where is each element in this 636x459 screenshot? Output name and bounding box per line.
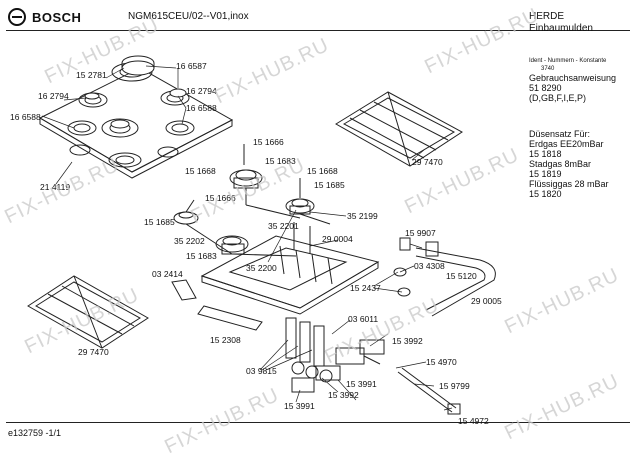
part-label-155120: 15 5120 bbox=[446, 271, 477, 281]
part-label-152781: 15 2781 bbox=[76, 70, 107, 80]
part-label-153991a: 15 3991 bbox=[346, 379, 377, 389]
part-label-153991b: 15 3991 bbox=[284, 401, 315, 411]
part-label-290005: 29 0005 bbox=[471, 296, 502, 306]
nozzle-1-code: 15 1818 bbox=[529, 149, 562, 159]
part-label-151685a: 15 1685 bbox=[314, 180, 345, 190]
part-label-290004: 29 0004 bbox=[322, 234, 353, 244]
part-label-036011: 03 6011 bbox=[348, 314, 379, 324]
nozzle-set-title: Düsensatz Für: bbox=[529, 129, 591, 139]
part-label-151683a: 15 1683 bbox=[265, 156, 296, 166]
part-label-151668a: 15 1668 bbox=[185, 166, 216, 176]
manual-languages: (D,GB,F,I,E,P) bbox=[529, 93, 587, 103]
brand-name: BOSCH bbox=[32, 10, 82, 25]
part-label-154972: 15 4972 bbox=[458, 416, 489, 426]
part-label-214119: 21 4119 bbox=[40, 182, 71, 192]
manual-title: Gebrauchsanweisung bbox=[529, 73, 617, 83]
part-label-159907: 15 9907 bbox=[405, 228, 436, 238]
part-label-166588a: 16 6588 bbox=[10, 112, 41, 122]
part-label-162794b: 16 2794 bbox=[186, 86, 217, 96]
part-label-297470a: 29 7470 bbox=[412, 157, 443, 167]
part-label-166587: 16 6587 bbox=[176, 61, 207, 71]
nozzle-3-name: Flüssiggas 28 mBar bbox=[529, 179, 609, 189]
leader-lines bbox=[41, 65, 453, 411]
part-label-152308: 15 2308 bbox=[210, 335, 241, 345]
ident-label: Ident - Nummern - Konstante bbox=[529, 58, 607, 64]
part-label-152437: 15 2437 bbox=[350, 283, 381, 293]
part-label-352199: 35 2199 bbox=[347, 211, 378, 221]
part-label-032414: 03 2414 bbox=[152, 269, 183, 279]
part-label-153992b: 15 3992 bbox=[328, 390, 359, 400]
footer-divider bbox=[6, 422, 630, 423]
bracket-part bbox=[171, 279, 263, 331]
part-label-151685b: 15 1685 bbox=[144, 217, 175, 227]
ident-value: 3740 bbox=[541, 66, 555, 72]
category-line-2: Einbaumulden bbox=[529, 23, 593, 34]
part-label-166588b: 16 6588 bbox=[186, 103, 217, 113]
part-label-151668b: 15 1668 bbox=[307, 166, 338, 176]
model-number: NGM615CEU/02--V01,inox bbox=[128, 11, 249, 22]
part-label-153992a: 15 3992 bbox=[392, 336, 423, 346]
manual-number: 51 8290 bbox=[529, 83, 562, 93]
bosch-logo-icon bbox=[8, 8, 26, 26]
nozzle-3-code: 15 1820 bbox=[529, 189, 562, 199]
header-divider bbox=[6, 30, 630, 31]
part-label-039815: 03 9815 bbox=[246, 366, 277, 376]
part-label-297470b: 29 7470 bbox=[78, 347, 109, 357]
category-line-1: HERDE bbox=[529, 11, 565, 22]
pan-support-left bbox=[27, 275, 149, 349]
part-label-159799: 15 9799 bbox=[439, 381, 470, 391]
part-label-162794a: 16 2794 bbox=[38, 91, 69, 101]
burner-caps bbox=[84, 55, 187, 129]
pan-support-right bbox=[335, 91, 463, 167]
document-code: e132759 -1/1 bbox=[8, 428, 62, 438]
nozzle-2-code: 15 1819 bbox=[529, 169, 562, 179]
part-label-151666a: 15 1666 bbox=[253, 137, 284, 147]
nozzle-2-name: Stadgas 8mBar bbox=[529, 159, 592, 169]
part-label-352201: 35 2201 bbox=[268, 221, 299, 231]
part-label-352202: 35 2202 bbox=[174, 236, 205, 246]
part-label-151683b: 15 1683 bbox=[186, 251, 217, 261]
nozzle-1-name: Erdgas EE20mBar bbox=[529, 139, 604, 149]
base-tray bbox=[200, 222, 380, 315]
part-label-151666b: 15 1666 bbox=[205, 193, 236, 203]
part-label-352200: 35 2200 bbox=[246, 263, 277, 273]
part-label-154970: 15 4970 bbox=[426, 357, 457, 367]
burner-assemblies bbox=[173, 144, 331, 257]
gas-valves bbox=[285, 317, 461, 415]
part-label-034308: 03 4308 bbox=[414, 261, 445, 271]
